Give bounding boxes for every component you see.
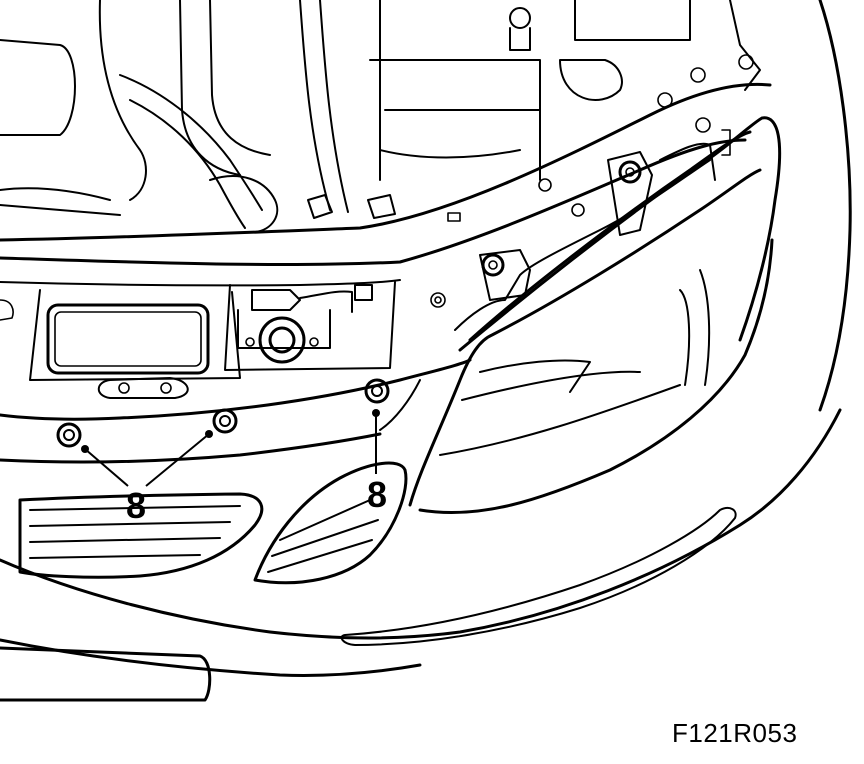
figure-code: F121R053 [672,718,798,748]
callout-label-left: 8 [126,485,146,526]
fastener-hole-right [364,378,390,404]
engine-bay [0,0,761,233]
bumper [0,0,852,702]
front-panel [0,279,401,399]
callout-leaders [81,409,380,487]
fastener-hole-left [56,422,82,448]
fasteners [56,378,390,448]
fastener-hole-middle [212,408,238,434]
headlamp [408,116,782,515]
cross-member [0,82,772,308]
callout-label-right: 8 [367,474,387,515]
